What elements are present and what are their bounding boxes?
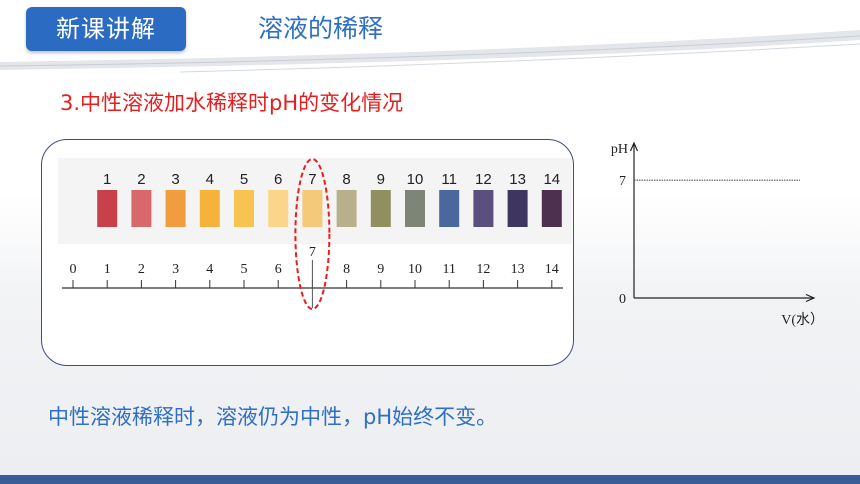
scale-tick-label: 13 xyxy=(511,262,525,277)
scale-tick-label: 1 xyxy=(104,262,111,277)
header-swoosh xyxy=(0,30,860,73)
conclusion-text: 中性溶液稀释时，溶液仍为中性，pH始终不变。 xyxy=(48,405,498,429)
strip-number-label: 7 xyxy=(308,171,316,188)
color-swatch xyxy=(97,190,118,227)
x-axis-arrow xyxy=(805,293,816,303)
color-swatch xyxy=(131,190,152,227)
scale-tick-label: 14 xyxy=(545,262,559,277)
origin-label: 0 xyxy=(619,292,626,307)
bottom-bar xyxy=(0,475,860,484)
strip-number-label: 1 xyxy=(103,171,111,188)
scale-tick-label: 2 xyxy=(138,262,145,277)
strip-number-label: 2 xyxy=(137,171,145,188)
subtitle: 3.中性溶液加水稀释时pH的变化情况 xyxy=(60,91,404,115)
y-axis-label: pH xyxy=(611,142,628,157)
scale-tick-label: 12 xyxy=(476,262,490,277)
color-swatch xyxy=(199,190,220,227)
scale-tick-label: 8 xyxy=(343,262,350,277)
color-swatch xyxy=(439,190,460,227)
neutral-tick-label: 7 xyxy=(309,245,316,260)
y-tick-label-7: 7 xyxy=(619,174,626,189)
color-swatch xyxy=(507,190,528,227)
color-swatch xyxy=(165,190,186,227)
strip-number-label: 8 xyxy=(342,171,350,188)
strip-number-label: 6 xyxy=(274,171,282,188)
strip-number-label: 13 xyxy=(509,171,526,188)
strip-number-label: 3 xyxy=(171,171,179,188)
scale-tick-label: 4 xyxy=(206,262,213,277)
color-swatch xyxy=(370,190,391,227)
scale-tick-label: 9 xyxy=(377,262,384,277)
highlight-ellipse xyxy=(294,158,331,310)
strip-number-label: 5 xyxy=(240,171,248,188)
strip-number-label: 12 xyxy=(475,171,492,188)
scale-tick-label: 5 xyxy=(241,262,248,277)
strip-number-label: 14 xyxy=(543,171,560,188)
color-swatch xyxy=(268,190,289,227)
color-swatch xyxy=(302,190,323,227)
strip-number-label: 11 xyxy=(441,171,457,188)
color-swatch xyxy=(234,190,254,227)
color-swatch xyxy=(336,190,357,227)
x-axis-label: V(水） xyxy=(781,312,824,328)
scale-tick-label: 0 xyxy=(70,262,77,277)
strip-number-label: 10 xyxy=(407,171,424,188)
y-axis-arrow xyxy=(629,141,639,152)
scale-tick-label: 11 xyxy=(442,262,455,277)
color-swatch xyxy=(405,190,425,227)
ph-dilution-graph: pH 7 0V(水） xyxy=(611,141,824,328)
strip-number-label: 4 xyxy=(206,171,214,188)
section-badge: 新课讲解 xyxy=(26,7,186,51)
scale-tick-label: 6 xyxy=(275,262,282,277)
lesson-title: 溶液的稀释 xyxy=(258,14,384,43)
scale-tick-label: 3 xyxy=(172,262,179,277)
strip-number-label: 9 xyxy=(377,171,385,188)
color-swatch xyxy=(541,190,562,227)
color-swatch xyxy=(473,190,494,227)
scale-tick-label: 10 xyxy=(408,262,422,277)
